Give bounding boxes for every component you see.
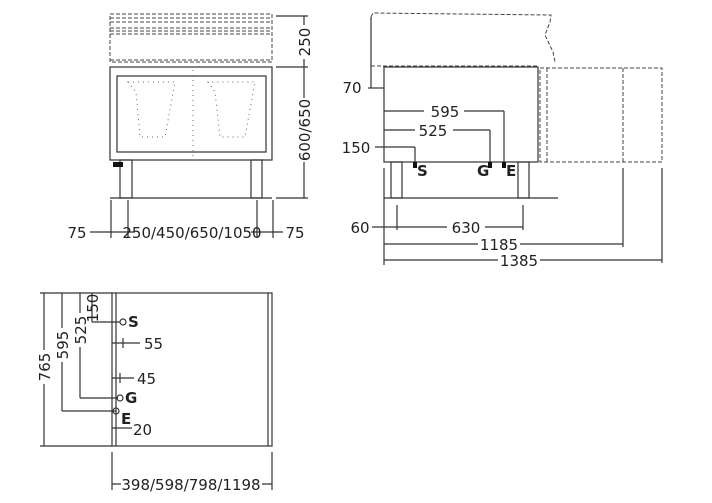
cabinet-body (109, 66, 273, 161)
dim-e-position: 595 (431, 103, 460, 121)
dim-left-offset: 75 (67, 224, 86, 242)
dim-top: 70 (342, 79, 361, 97)
front-view: 250 600/650 75 250/450/650/1050 75 (67, 13, 314, 242)
dim-body-height: 600/650 (296, 99, 314, 161)
dim-right-offset: 75 (285, 224, 304, 242)
leg-right (250, 159, 263, 199)
g-connection-icon (116, 394, 124, 402)
extension-outline (539, 67, 663, 163)
dim-55: 55 (144, 335, 163, 353)
s-connection-icon (119, 318, 127, 326)
connector-icon (113, 162, 123, 167)
dim-s: 150 (84, 294, 102, 323)
door-panel (116, 75, 267, 153)
label-g: G (477, 162, 489, 180)
label-g: G (125, 389, 137, 407)
dim-s-position: 150 (342, 139, 371, 157)
dim-depth-1385: 1385 (500, 252, 538, 270)
plan-view: 765 595 525 150 S 55 45 G E 20 398/598/7… (36, 292, 273, 494)
dim-width: 250/450/650/1050 (122, 224, 261, 242)
side-view: 70 595 525 150 S G E 60 630 1185 1385 (342, 12, 663, 270)
dim-top-height: 250 (296, 28, 314, 57)
top-unit-outline (370, 12, 556, 63)
top-unit-outline (109, 13, 273, 63)
dim-depth-1185: 1185 (480, 236, 518, 254)
hidden-basins (126, 70, 256, 160)
dim-45: 45 (137, 370, 156, 388)
label-s: S (417, 162, 428, 180)
dim-width: 398/598/798/1198 (121, 476, 260, 494)
label-e: E (121, 410, 131, 428)
dim-total: 765 (36, 353, 54, 382)
dim-leg-span: 630 (452, 219, 481, 237)
label-e: E (506, 162, 516, 180)
e-connection-icon (112, 407, 120, 415)
cabinet-plan (111, 292, 273, 447)
dim-g: 525 (72, 316, 90, 345)
label-s: S (128, 313, 139, 331)
dim-e: 595 (54, 331, 72, 360)
dim-g-position: 525 (419, 122, 448, 140)
dim-foot: 60 (350, 219, 369, 237)
cabinet-body (383, 66, 539, 163)
dim-20: 20 (133, 421, 152, 439)
